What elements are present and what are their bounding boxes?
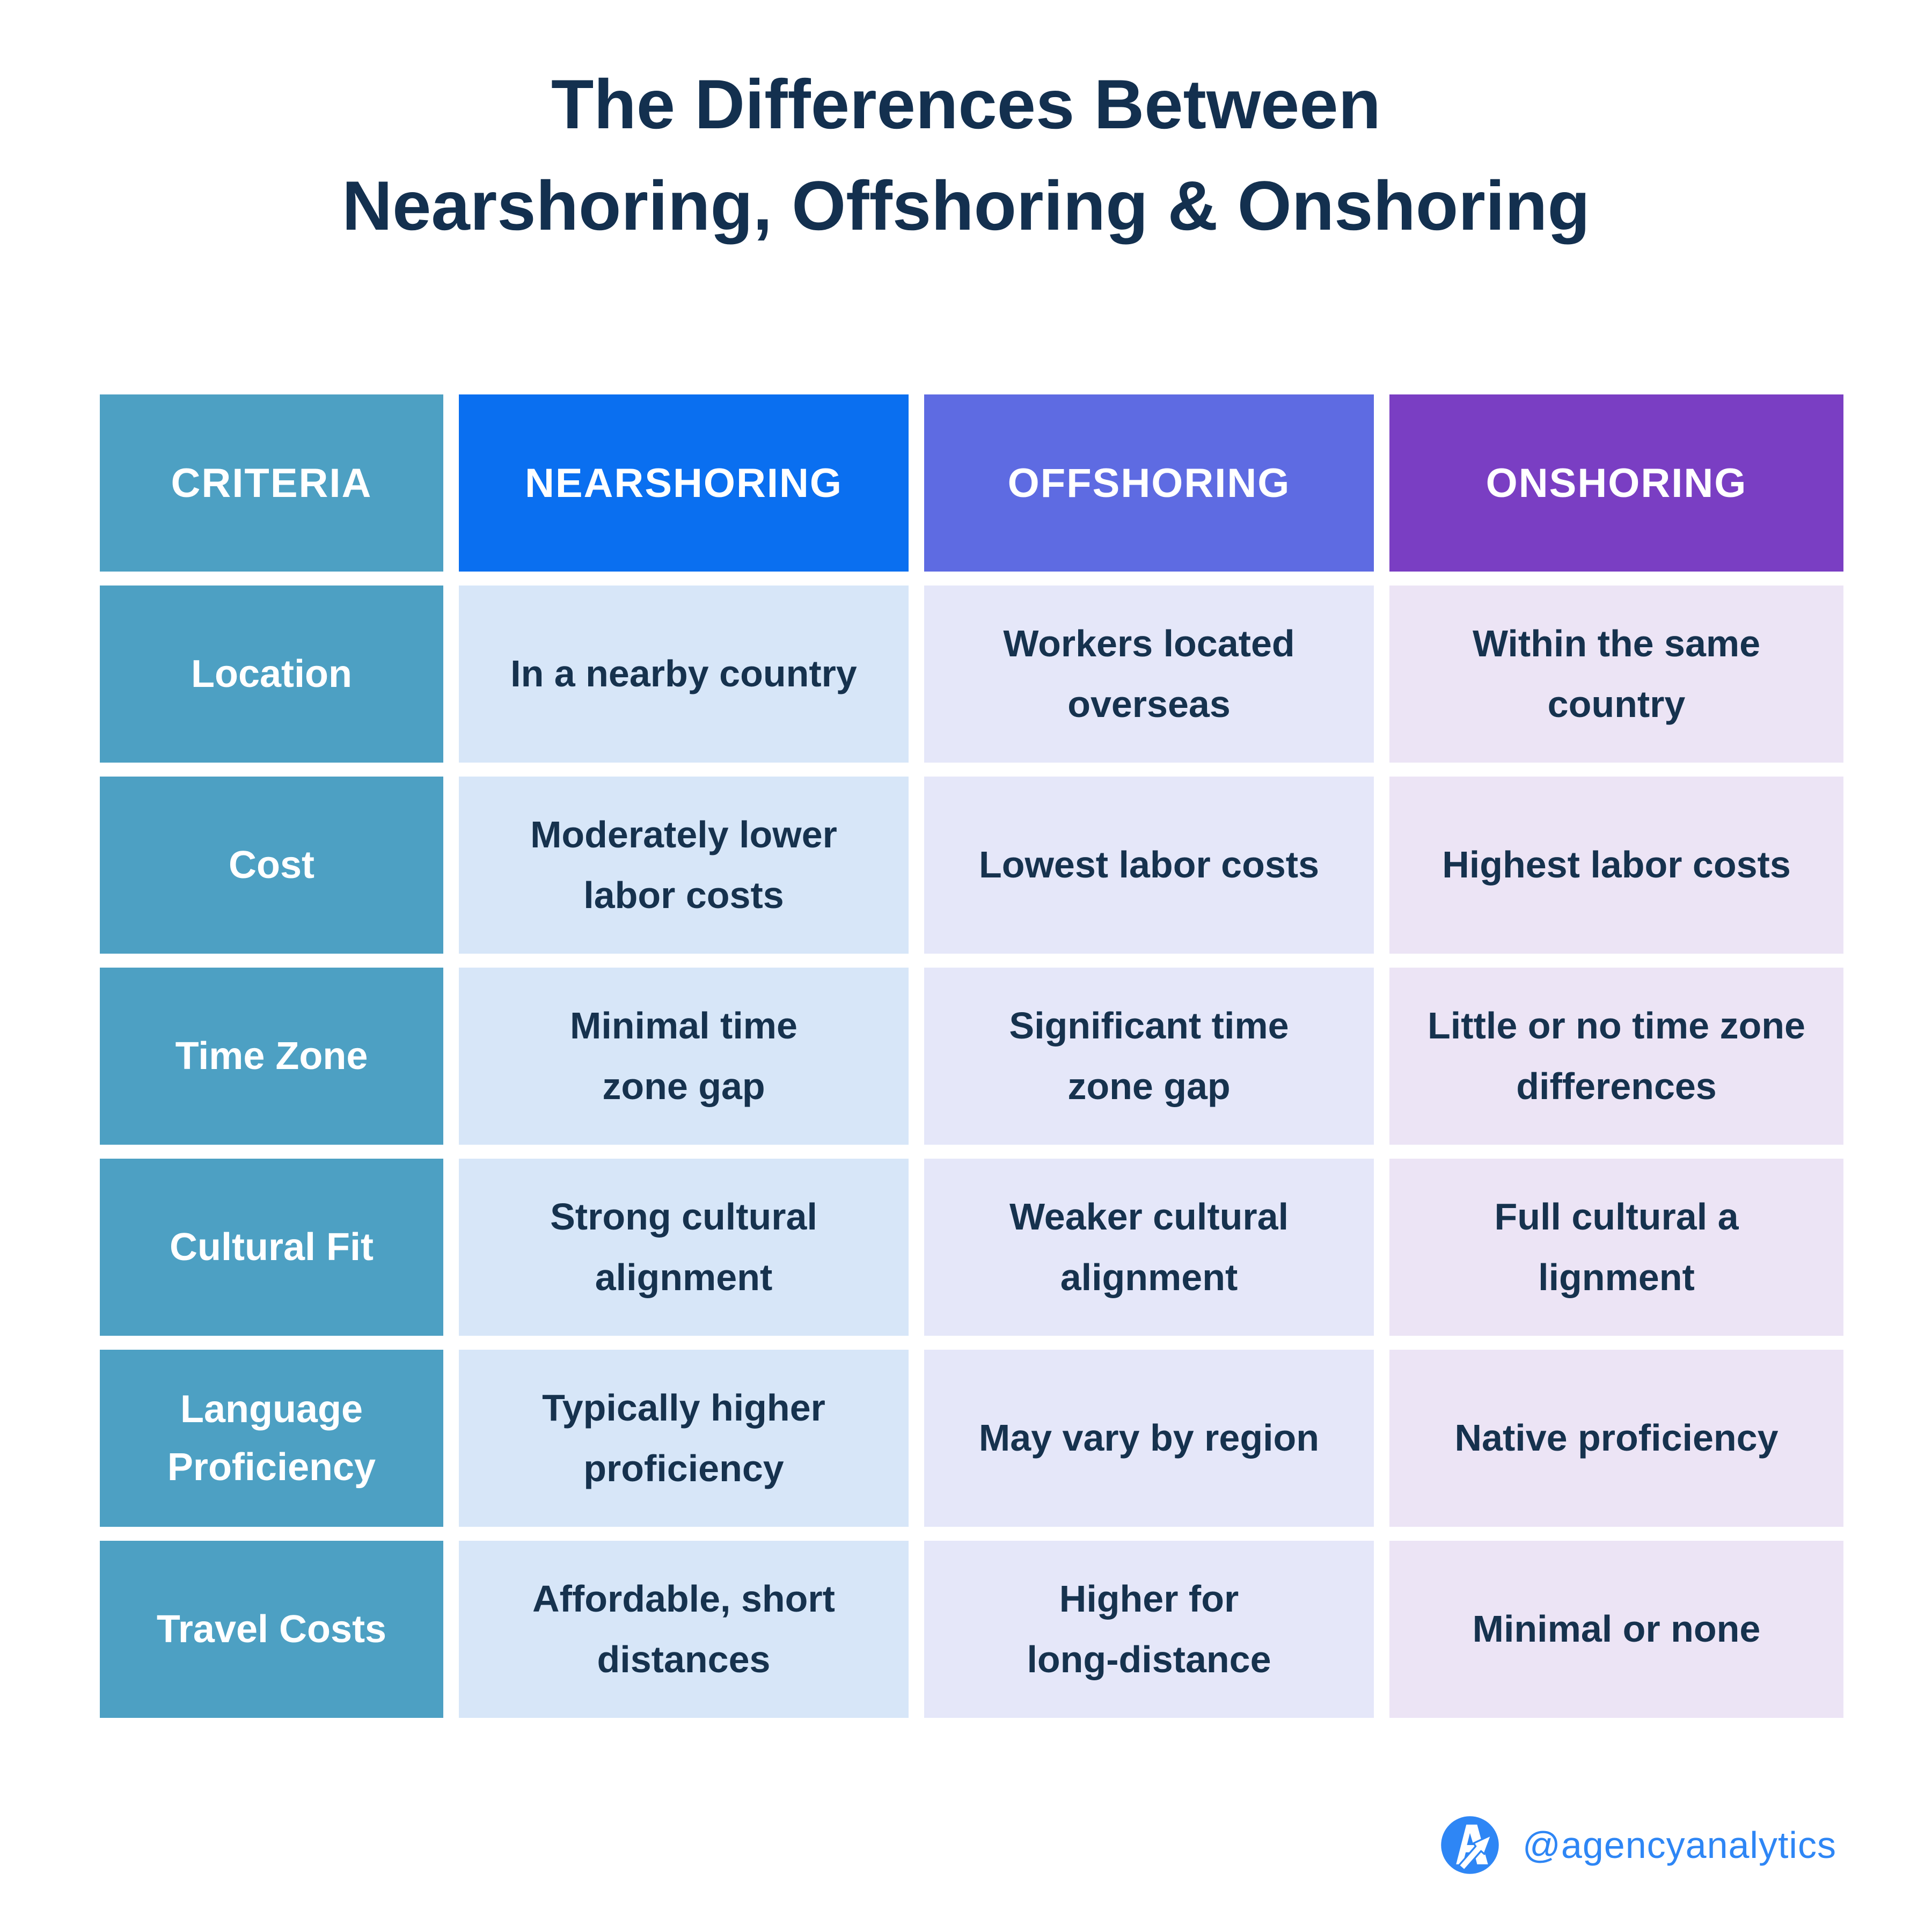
cell-cost-onshoring: Highest labor costs: [1389, 777, 1843, 954]
column-header-nearshoring: NEARSHORING: [459, 394, 909, 572]
cell-language-proficiency-offshoring: May vary by region: [924, 1350, 1374, 1527]
footer: @agencyanalytics: [1440, 1815, 1836, 1875]
brand-handle: @agencyanalytics: [1522, 1824, 1836, 1866]
row-header-time-zone: Time Zone: [100, 968, 443, 1145]
cell-time-zone-onshoring: Little or no time zone differences: [1389, 968, 1843, 1145]
column-header-offshoring: OFFSHORING: [924, 394, 1374, 572]
cell-cultural-fit-onshoring: Full cultural a lignment: [1389, 1159, 1843, 1336]
row-header-travel-costs: Travel Costs: [100, 1541, 443, 1718]
cell-location-offshoring: Workers located overseas: [924, 586, 1374, 763]
title-line-2: Nearshoring, Offshoring & Onshoring: [342, 166, 1590, 245]
column-header-criteria: CRITERIA: [100, 394, 443, 572]
agencyanalytics-logo-icon: [1441, 1816, 1499, 1874]
cell-travel-costs-onshoring: Minimal or none: [1389, 1541, 1843, 1718]
page-title: The Differences Between Nearshoring, Off…: [0, 54, 1932, 256]
cell-cultural-fit-offshoring: Weaker cultural alignment: [924, 1159, 1374, 1336]
cell-cost-nearshoring: Moderately lower labor costs: [459, 777, 909, 954]
cell-travel-costs-nearshoring: Affordable, short distances: [459, 1541, 909, 1718]
cell-location-onshoring: Within the same country: [1389, 586, 1843, 763]
cell-cost-offshoring: Lowest labor costs: [924, 777, 1374, 954]
row-header-language-proficiency: Language Proficiency: [100, 1350, 443, 1527]
cell-cultural-fit-nearshoring: Strong cultural alignment: [459, 1159, 909, 1336]
row-header-location: Location: [100, 586, 443, 763]
cell-travel-costs-offshoring: Higher for long-distance: [924, 1541, 1374, 1718]
cell-location-nearshoring: In a nearby country: [459, 586, 909, 763]
column-header-onshoring: ONSHORING: [1389, 394, 1843, 572]
row-header-cultural-fit: Cultural Fit: [100, 1159, 443, 1336]
cell-language-proficiency-onshoring: Native proficiency: [1389, 1350, 1843, 1527]
title-line-1: The Differences Between: [551, 65, 1381, 143]
row-header-cost: Cost: [100, 777, 443, 954]
cell-time-zone-offshoring: Significant time zone gap: [924, 968, 1374, 1145]
cell-language-proficiency-nearshoring: Typically higher proficiency: [459, 1350, 909, 1527]
cell-time-zone-nearshoring: Minimal time zone gap: [459, 968, 909, 1145]
comparison-table: CRITERIA NEARSHORING OFFSHORING ONSHORIN…: [100, 394, 1843, 1718]
